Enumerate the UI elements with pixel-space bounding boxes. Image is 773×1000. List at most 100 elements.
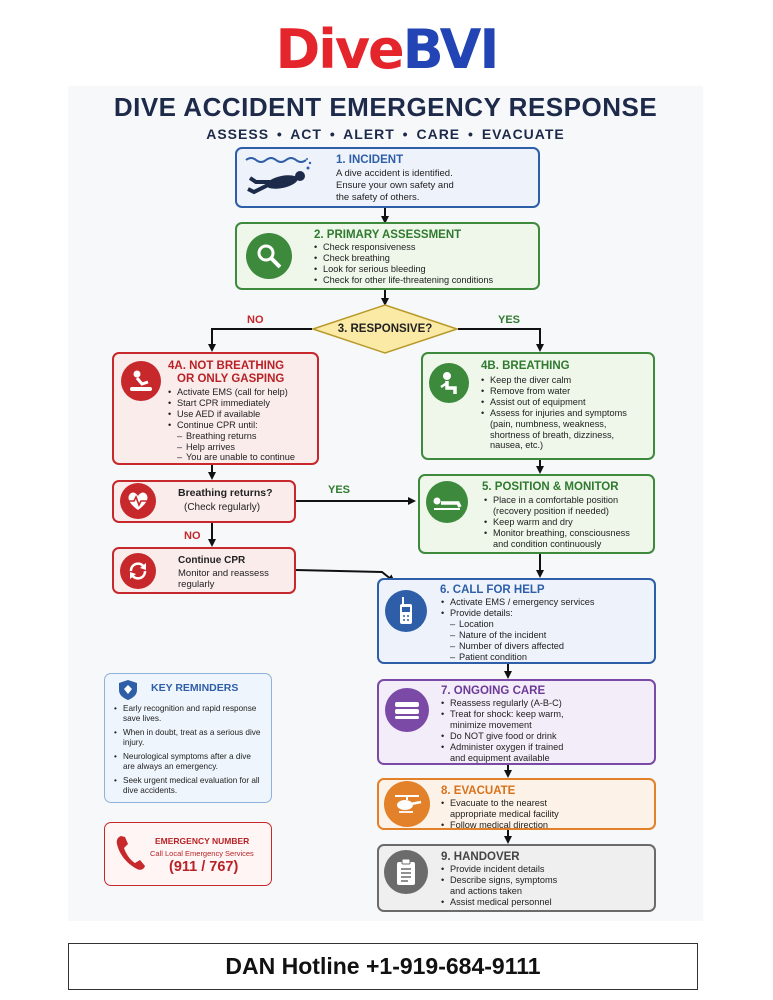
- diver-icon: [245, 157, 312, 195]
- not-breathing-item: Start CPR immediately: [168, 398, 295, 409]
- not-breathing-title-1: 4A. NOT BREATHING: [168, 360, 285, 372]
- breathing-extra: nausea, etc.): [490, 440, 544, 451]
- breathing-extra: shortness of breath, dizziness,: [490, 429, 615, 440]
- ongoing-list: Reassess regularly (A-B-C) Treat for sho…: [441, 698, 564, 763]
- dive-bvi-logo: DiveBVI: [0, 18, 773, 82]
- responsive-no-label: NO: [247, 314, 264, 326]
- not-breathing-subitem: Breathing returns: [168, 431, 295, 442]
- cpr-icon: [121, 361, 161, 401]
- responsive-title: 3. RESPONSIVE?: [337, 323, 433, 335]
- primary-item: Look for serious bleeding: [314, 264, 493, 275]
- primary-title: 2. PRIMARY ASSESSMENT: [314, 229, 462, 241]
- reminders-title: KEY REMINDERS: [151, 682, 239, 694]
- poster-subtitle: ASSESS • ACT • ALERT • CARE • EVACUATE: [206, 126, 565, 142]
- not-breathing-item: Continue CPR until:: [168, 420, 295, 431]
- handover-line: Provide incident details: [441, 864, 557, 875]
- call-subitem: Patient condition: [441, 652, 595, 663]
- not-breathing-title-2: OR ONLY GASPING: [177, 373, 285, 385]
- evacuate-line: appropriate medical facility: [450, 808, 559, 819]
- arrow-no-branch: [208, 328, 312, 352]
- not-breathing-item: Activate EMS (call for help): [168, 387, 295, 398]
- arrow-cpr-to-6: [295, 569, 396, 583]
- breathing-item: Assess for injuries and symptoms: [481, 408, 627, 419]
- breathing-list: Keep the diver calm Remove from water As…: [481, 375, 627, 451]
- heartbeat-icon: [120, 483, 156, 519]
- handover-line: and actions taken: [450, 885, 523, 896]
- breathing-returns-yes: YES: [328, 484, 351, 496]
- emergency-subtitle: Call Local Emergency Services: [150, 849, 254, 858]
- dan-hotline-text[interactable]: DAN Hotline +1-919-684-9111: [225, 953, 541, 979]
- dan-hotline-footer: DAN Hotline +1-919-684-9111: [68, 943, 698, 990]
- position-line: Keep warm and dry: [484, 517, 630, 528]
- not-breathing-item: Use AED if available: [168, 409, 295, 420]
- breathing-title: 4B. BREATHING: [481, 360, 570, 372]
- incident-text-3: the safety of others.: [336, 192, 420, 203]
- cycle-icon: [120, 553, 156, 589]
- breathing-returns-question: Breathing returns?: [178, 487, 273, 499]
- continue-cpr-title: Continue CPR: [178, 555, 246, 566]
- handover-line: Describe signs, symptoms: [441, 875, 557, 886]
- magnifier-icon: [246, 233, 292, 279]
- emergency-number[interactable]: (911 / 767): [169, 859, 239, 875]
- incident-title: 1. INCIDENT: [336, 154, 404, 166]
- incident-text-2: Ensure your own safety and: [336, 180, 454, 191]
- breathing-item: Remove from water: [481, 386, 627, 397]
- reminder-item: Neurological symptoms after a dive are a…: [114, 752, 264, 772]
- position-title: 5. POSITION & MONITOR: [482, 481, 619, 493]
- position-line: and condition continuously: [493, 538, 602, 549]
- seated-person-icon: [429, 363, 469, 403]
- position-line: (recovery position if needed): [493, 505, 609, 516]
- call-item: Activate EMS / emergency services: [441, 597, 595, 608]
- continue-cpr-line2: regularly: [178, 579, 215, 590]
- emergency-number-panel: [104, 822, 272, 886]
- primary-item: Check for other life-threatening conditi…: [314, 275, 493, 286]
- not-breathing-subitem: You are unable to continue: [168, 452, 295, 463]
- lying-person-icon: [426, 481, 468, 523]
- phone-icon: [116, 836, 145, 870]
- position-line: Monitor breathing, consciousness: [484, 528, 630, 539]
- responsive-yes-label: YES: [498, 314, 521, 326]
- call-subitem: Number of divers affected: [441, 641, 595, 652]
- breathing-item: Assist out of equipment: [481, 397, 627, 408]
- reminder-item: When in doubt, treat as a serious dive i…: [114, 728, 264, 748]
- evacuate-list: Evacuate to the nearest appropriate medi…: [441, 798, 559, 831]
- logo-part-bvi: BVI: [402, 18, 500, 81]
- primary-item: Check responsiveness: [314, 242, 493, 253]
- evacuate-line: Follow medical direction: [441, 820, 559, 831]
- ongoing-line: Administer oxygen if trained: [441, 742, 564, 753]
- call-subitem: Location: [441, 619, 595, 630]
- breathing-item: Keep the diver calm: [481, 375, 627, 386]
- logo-part-dive: Dive: [275, 18, 404, 81]
- primary-list: Check responsiveness Check breathing Loo…: [314, 242, 493, 286]
- emergency-title: EMERGENCY NUMBER: [155, 836, 250, 846]
- poster-title: DIVE ACCIDENT EMERGENCY RESPONSE: [113, 92, 658, 122]
- ongoing-title: 7. ONGOING CARE: [441, 685, 546, 697]
- not-breathing-list: Activate EMS (call for help) Start CPR i…: [168, 387, 295, 463]
- breathing-extra: (pain, numbness, weakness,: [490, 418, 607, 429]
- call-title: 6. CALL FOR HELP: [440, 584, 545, 596]
- breathing-returns-no: NO: [184, 530, 201, 542]
- ongoing-line: Do NOT give food or drink: [441, 731, 564, 742]
- call-subitem: Nature of the incident: [441, 630, 595, 641]
- ongoing-line: Reassess regularly (A-B-C): [441, 698, 564, 709]
- incident-text-1: A dive accident is identified.: [336, 168, 453, 179]
- reminders-list: Early recognition and rapid response sav…: [114, 704, 264, 800]
- primary-item: Check breathing: [314, 253, 493, 264]
- radio-icon: [385, 590, 427, 632]
- handover-title: 9. HANDOVER: [441, 851, 520, 863]
- shield-icon: [119, 680, 137, 700]
- handover-line: Assist medical personnel: [441, 897, 557, 908]
- ongoing-line: minimize movement: [450, 719, 532, 730]
- position-list: Place in a comfortable position (recover…: [484, 495, 630, 550]
- helicopter-icon: [384, 781, 430, 827]
- clipboard-icon: [384, 850, 428, 894]
- not-breathing-subitem: Help arrives: [168, 442, 295, 453]
- position-line: Place in a comfortable position: [484, 495, 630, 506]
- reminder-item: Seek urgent medical evaluation for all d…: [114, 776, 264, 796]
- responsive-decision: [312, 304, 458, 354]
- ongoing-line: Treat for shock: keep warm,: [441, 709, 564, 720]
- reminder-item: Early recognition and rapid response sav…: [114, 704, 264, 724]
- call-item: Provide details:: [441, 608, 595, 619]
- evacuate-line: Evacuate to the nearest: [441, 798, 559, 809]
